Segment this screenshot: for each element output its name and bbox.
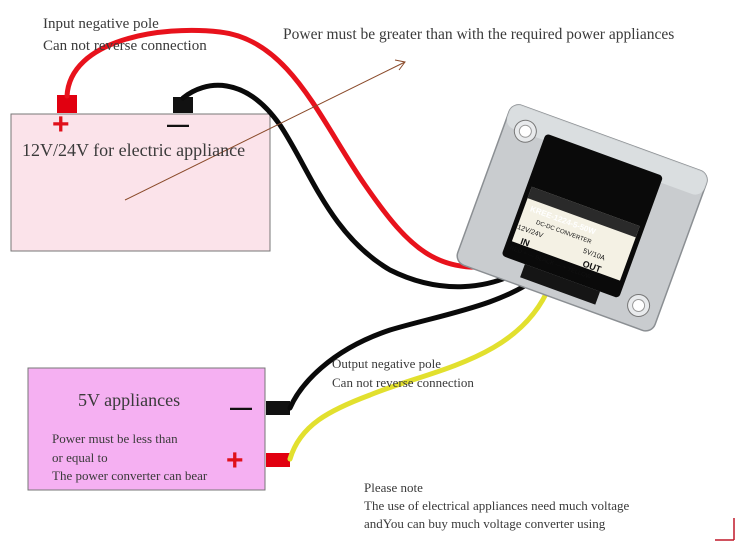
appliance-note-line3: The power converter can bear xyxy=(52,468,208,483)
output-note-line1: Output negative pole xyxy=(332,356,442,371)
appliance-box xyxy=(27,367,266,491)
battery-box xyxy=(10,113,271,252)
output-note-line2: Can not reverse connection xyxy=(332,375,474,390)
battery-negative-terminal xyxy=(173,97,193,113)
battery-plus-sign: + xyxy=(52,108,70,141)
converter-module xyxy=(456,104,708,332)
bottom-note-line2: The use of electrical appliances need mu… xyxy=(364,498,630,513)
converter-sticker xyxy=(511,186,640,281)
battery-positive-terminal xyxy=(57,95,77,113)
appliance-title: 5V appliances xyxy=(78,390,181,410)
annotation-arrow xyxy=(124,61,406,201)
black-input-wire xyxy=(180,82,528,290)
appliance-plus-sign: + xyxy=(226,444,244,477)
power-note-top: Power must be greater than with the requ… xyxy=(283,26,675,43)
battery-label: 12V/24V for electric appliance xyxy=(22,140,246,160)
input-note-line2: Can not reverse connection xyxy=(43,38,207,54)
input-note-line1: Input negative pole xyxy=(43,16,159,32)
bottom-note-line1: Please note xyxy=(364,480,423,495)
yellow-output-wire xyxy=(287,282,553,462)
appliance-positive-terminal xyxy=(266,453,290,467)
black-output-wire xyxy=(287,272,543,411)
appliance-note-line1: Power must be less than xyxy=(52,431,178,446)
battery-minus-sign: — xyxy=(167,112,189,137)
annotation-arrowhead xyxy=(394,59,406,71)
appliance-minus-sign: — xyxy=(230,395,252,420)
bottom-note-line3: andYou can buy much voltage converter us… xyxy=(364,516,606,531)
converter-connector xyxy=(520,264,601,305)
corner-bracket xyxy=(715,518,735,541)
appliance-negative-terminal xyxy=(266,401,290,415)
appliance-note-line2: or equal to xyxy=(52,450,108,465)
converter-input-label: IN xyxy=(519,236,532,249)
red-input-wire xyxy=(64,27,518,270)
